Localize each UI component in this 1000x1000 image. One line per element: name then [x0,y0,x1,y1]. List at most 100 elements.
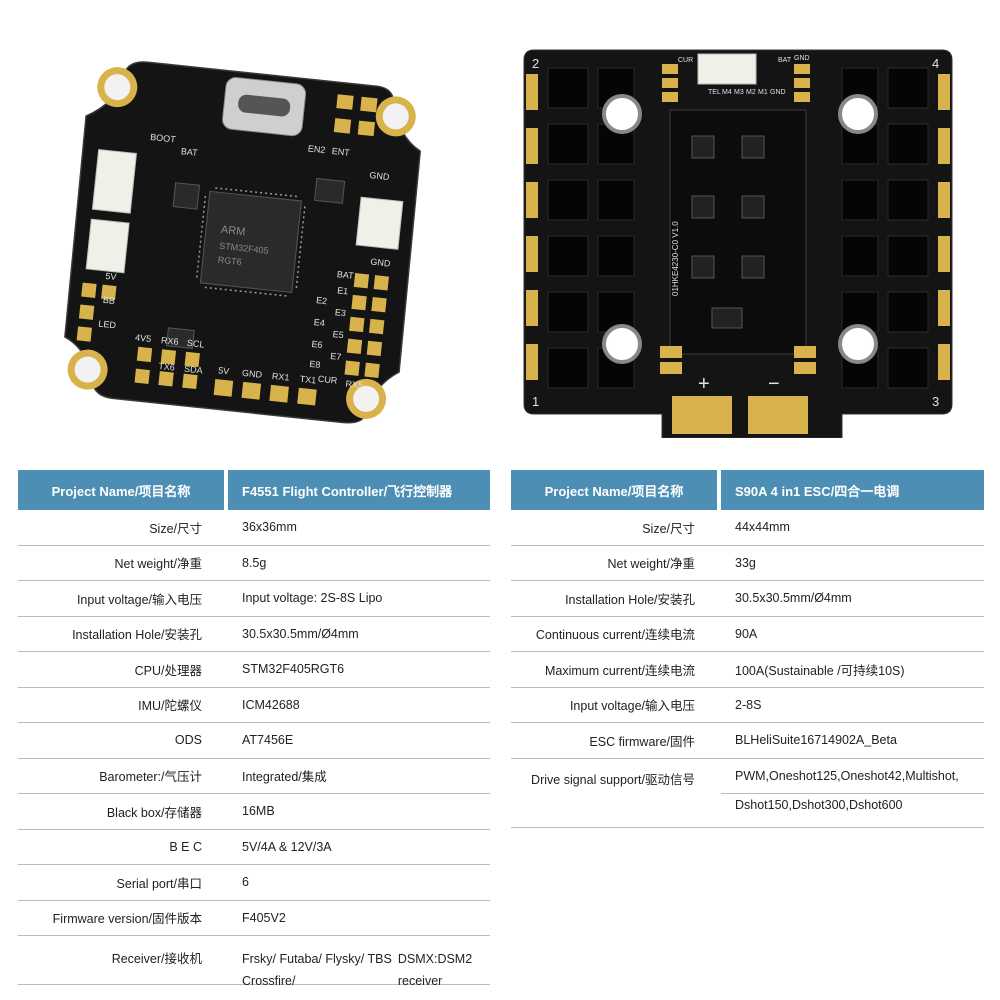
silk-e6: E6 [311,339,323,350]
silk-e8: E8 [309,359,321,370]
row-label: Net weight/净重 [607,557,695,572]
silk-gnd-bottom: GND [242,368,263,380]
row-label: Maximum current/连续电流 [544,663,695,678]
row-value: 44x44mm [735,520,790,535]
fc-mount-hole [375,96,416,137]
silk-gnd-mid: GND [370,257,391,269]
silk-rx5: RX5 [345,379,363,391]
silk-tx1: TX1 [299,374,316,386]
esc-pad-m2: M2 [746,89,756,96]
row-value-line2: Dshot150,Dshot300,Dshot600 [735,797,903,812]
table-row: Installation Hole/安装孔 30.5x30.5mm/Ø4mm [18,617,490,652]
silk-gnd-right: GND [369,170,390,182]
row-value: 30.5x30.5mm/Ø4mm [242,626,359,641]
silk-ent: ENT [331,146,350,158]
esc-polarity-plus: + [698,373,710,395]
esc-pad-m4: M4 [722,89,732,96]
table-row: Input voltage/输入电压 Input voltage: 2S-8S L… [18,581,490,617]
row-value: ICM42688 [242,697,300,712]
esc-polarity-minus: − [768,373,780,395]
silk-5v-left: 5V [105,271,117,282]
table-row: Drive signal support/驱动信号 PWM,Oneshot125… [511,759,984,828]
row-divider [721,792,984,794]
row-value: BLHeliSuite16714902A_Beta [735,733,897,748]
esc-pad-bat: BAT [778,57,792,64]
fc-header-name: Project Name/项目名称 [18,470,224,510]
row-label: ODS [174,733,202,748]
esc-pad-gnd-right: GND [794,55,810,62]
fc-flash-chip [165,327,195,349]
esc-pad-m3: M3 [734,89,744,96]
esc-pad-m1: M1 [758,89,768,96]
silk-rx6: RX6 [161,335,179,347]
fc-mcu-suffix: RGT6 [217,255,242,267]
esc-mount-hole [602,94,642,134]
row-label: Serial port/串口 [116,876,202,891]
fc-mount-hole [346,378,387,419]
row-label: Installation Hole/安装孔 [72,628,202,643]
silk-4v5: 4V5 [135,332,152,344]
esc-signal-connector [697,53,757,85]
row-label: Firmware version/固件版本 [52,912,202,927]
row-label: Continuous current/连续电流 [535,628,695,643]
row-value: 8.5g [242,555,267,570]
fc-mcu-brand: ARM [220,224,246,238]
row-label: Input voltage/输入电压 [76,592,202,607]
esc-pad-cur: CUR [678,57,693,64]
row-label: Size/尺寸 [149,521,202,536]
row-value: 36x36mm [242,520,297,535]
silk-e3: E3 [334,307,346,318]
table-row: Serial port/串口 6 [18,865,490,901]
silk-e5: E5 [332,329,344,340]
row-value: Input voltage: 2S-8S Lipo [242,591,383,606]
fc-bottom-pads [134,346,317,406]
silk-bat: BAT [336,269,354,281]
fc-spec-table: Project Name/项目名称 F4551 Flight Controlle… [18,470,490,988]
esc-header-name: Project Name/项目名称 [511,470,717,510]
esc-top-pads [662,64,810,102]
silk-led: LED [98,318,117,330]
silk-en2: EN2 [307,143,325,155]
fc-connector-left-top [91,148,138,214]
row-value-line1: PWM,Oneshot125,Oneshot42,Multishot, [735,768,959,783]
silk-bat-top: BAT [180,146,198,158]
silk-cur: CUR [317,374,338,386]
row-value: 90A [735,626,758,641]
table-row: Receiver/接收机 Frsky/ Futaba/ Flysky/ TBS C… [18,936,490,988]
row-value: 6 [242,875,249,890]
esc-power-pad-negative [748,396,808,434]
row-value-line1: Frsky/ Futaba/ Flysky/ TBS Crossfire/ [242,952,392,988]
esc-driver-chips [691,135,765,329]
row-value: 5V/4A & 12V/3A [242,839,332,854]
table-row: ESC firmware/固件 BLHeliSuite16714902A_Beta [511,723,984,759]
esc-power-pad-positive [672,396,732,434]
esc-corner-4: 4 [932,56,939,71]
esc-mount-hole [602,324,642,364]
flight-controller-photo: ARM STM32F405 RGT6 B [64,61,422,424]
fc-imu-chip [172,182,201,210]
row-label: Size/尺寸 [642,521,695,536]
row-label: Receiver/接收机 [111,952,202,966]
row-label: ESC firmware/固件 [589,734,695,749]
row-label: Black box/存储器 [106,805,202,820]
row-value: Integrated/集成 [242,770,327,785]
esc-corner-2: 2 [532,56,539,71]
row-label: Input voltage/输入电压 [569,699,695,714]
fc-table-header: Project Name/项目名称 F4551 Flight Controlle… [18,470,490,510]
silk-e2: E2 [316,295,328,306]
esc-pad-gnd: GND [770,89,786,96]
fc-right-pads [333,94,389,379]
silk-5v-bottom: 5V [218,365,230,376]
silk-rx1: RX1 [271,371,289,383]
esc-mount-hole [838,324,878,364]
fc-baro-chip [313,177,346,204]
esc-mount-hole [838,94,878,134]
silk-boot: BOOT [150,132,177,145]
